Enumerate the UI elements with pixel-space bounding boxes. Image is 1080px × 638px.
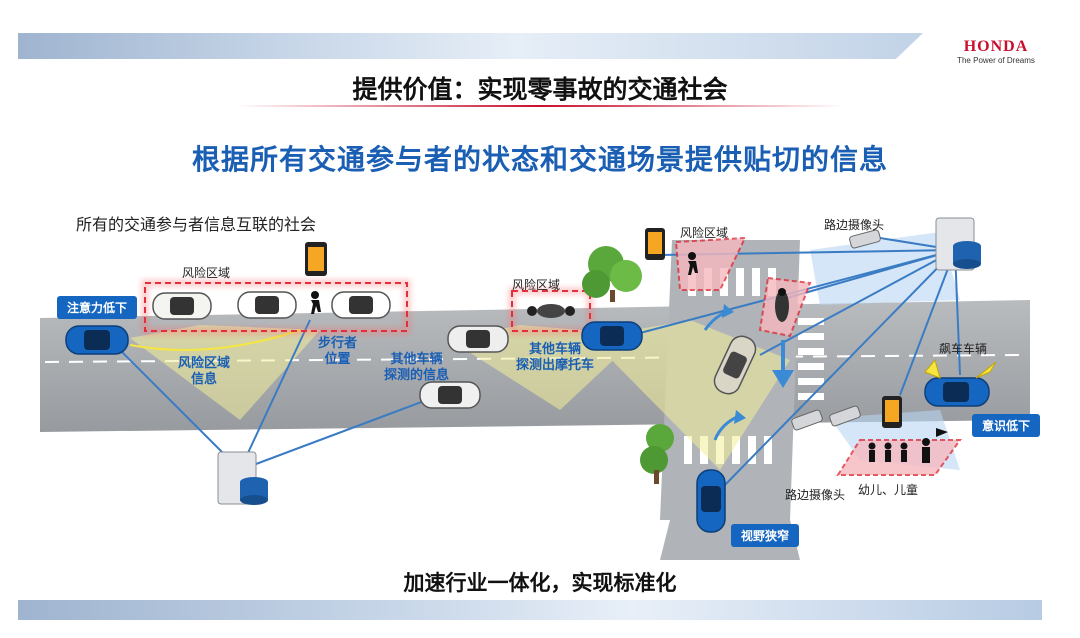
car-icon [237, 291, 297, 319]
page-subtitle: 根据所有交通参与者的状态和交通场景提供贴切的信息 [191, 143, 888, 176]
pedestrian-icon [311, 291, 321, 314]
smartphone-icon [882, 396, 902, 428]
car-icon-blue [924, 377, 990, 407]
speeding-car-label: 飙车车辆 [939, 342, 988, 356]
risk-info-label: 风险区域 信息 [178, 356, 230, 388]
roadside-camera-label-bottom: 路边摄像头 [785, 488, 846, 502]
risk-zone-label-2: 风险区域 [512, 278, 561, 292]
footer-bar [18, 600, 1042, 620]
car-icon-blue [65, 325, 129, 355]
page-title: 提供价值：实现零事故的交通社会 [352, 75, 728, 104]
risk-zone-box-1 [141, 279, 411, 335]
pedestrian-line1: 步行者 [318, 336, 358, 351]
smartphone-icon [645, 228, 665, 260]
connected-society-heading: 所有的交通参与者信息互联的社会 [76, 215, 317, 234]
server-icon [217, 451, 268, 505]
other-moto-line2: 探测出摩托车 [516, 358, 595, 373]
other-vehicle-moto-label: 其他车辆 探测出摩托车 [516, 342, 594, 374]
car-icon-blue [581, 321, 643, 351]
risk-zone-children [836, 439, 962, 476]
other-vehicle-info-label: 其他车辆 探测的信息 [384, 352, 449, 384]
brand-tagline: The Power of Dreams [957, 56, 1035, 65]
children-pedestrian-icons [868, 428, 948, 463]
other-detect-line2: 探测的信息 [384, 368, 450, 383]
direction-arrows [703, 304, 794, 441]
pedestrian-line2: 位置 [324, 352, 351, 367]
camera-icon [849, 229, 881, 249]
risk-info-line2: 信息 [191, 372, 218, 387]
car-icon-blue [696, 469, 726, 533]
attention-low-badge: 注意力低下 [57, 296, 138, 319]
car-icon [713, 335, 757, 395]
risk-zone-box-3 [674, 236, 747, 291]
roadside-camera-label-top: 路边摄像头 [824, 218, 885, 232]
car-icon [419, 381, 481, 409]
title-underline [235, 105, 845, 107]
view-narrow-badge: 视野狭窄 [731, 524, 800, 547]
smartphone-icon [305, 242, 327, 276]
header-bar [18, 33, 923, 59]
children-label: 幼儿、儿童 [858, 483, 919, 497]
pedestrian-icon [688, 252, 698, 275]
motorcycle-icon [775, 288, 789, 322]
camera-icon [791, 405, 861, 431]
car-icon [331, 291, 391, 319]
server-icon [935, 217, 981, 271]
risk-zone-label-1: 风险区域 [182, 266, 231, 280]
risk-info-line1: 风险区域 [178, 356, 231, 371]
footer-slogan: 加速行业一体化，实现标准化 [403, 571, 677, 595]
other-detect-line1: 其他车辆 [390, 352, 443, 367]
tree-icon [640, 424, 674, 484]
car-icon [152, 292, 212, 320]
pedestrian-position-label: 步行者 位置 [318, 336, 357, 368]
motorcycle-icon [527, 304, 575, 318]
risk-zone-label-3: 风险区域 [680, 226, 729, 240]
warning-burst-icon [924, 358, 997, 379]
awareness-low-badge: 意识低下 [972, 414, 1041, 437]
car-icon [447, 325, 509, 353]
tree-icon [582, 246, 642, 302]
honda-logo: HONDA [963, 38, 1029, 55]
other-moto-line1: 其他车辆 [529, 342, 582, 357]
communication-links [119, 237, 961, 491]
risk-zone-box-2 [508, 287, 594, 335]
